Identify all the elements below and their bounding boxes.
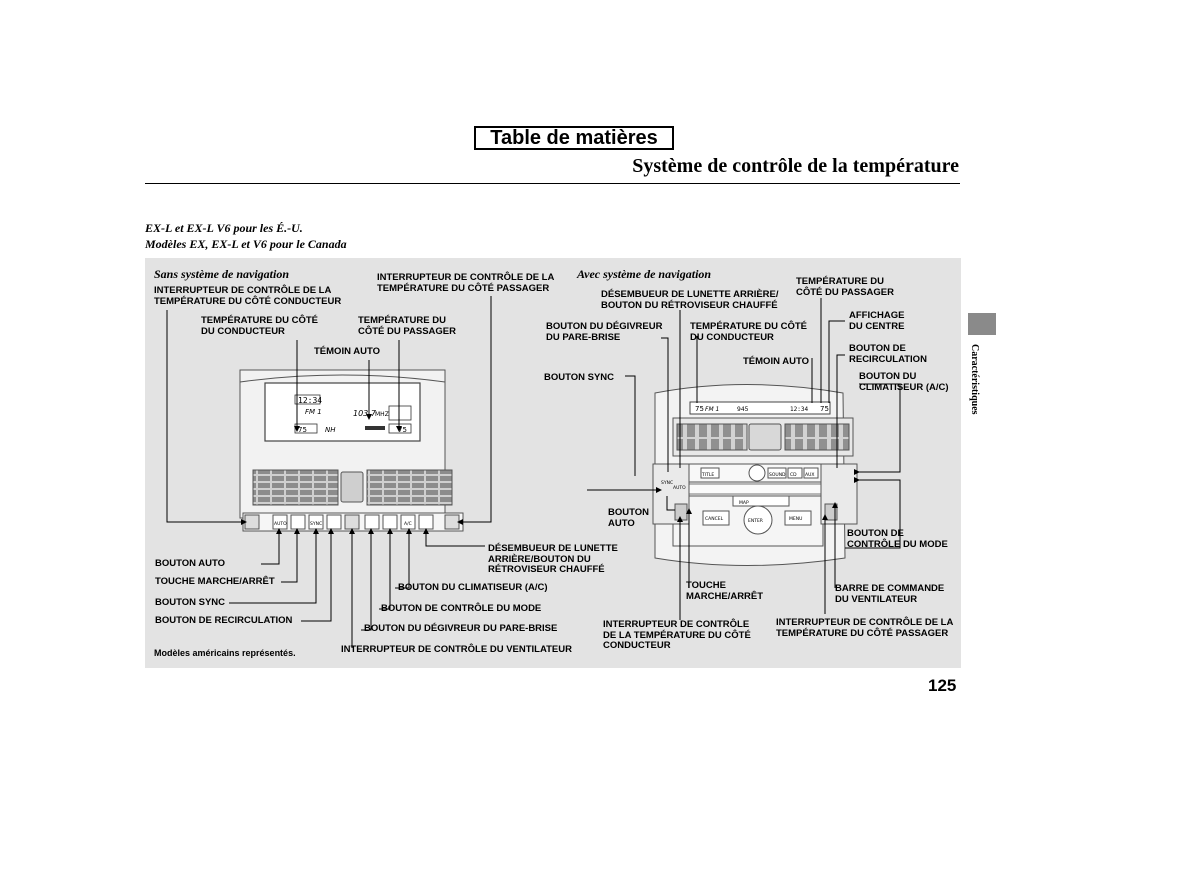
right-vent-r <box>784 423 850 451</box>
left-label-passenger-temp-switch: INTERRUPTEUR DE CONTRÔLE DE LA TEMPÉRATU… <box>377 272 555 294</box>
right-clock: 12:34 <box>790 406 808 413</box>
svg-text:A/C: A/C <box>404 521 412 527</box>
svg-text:TITLE: TITLE <box>701 472 714 478</box>
right-band: FM 1 <box>705 406 719 413</box>
svg-text:SYNC: SYNC <box>661 480 673 486</box>
footnote: Modèles américains représentés. <box>154 648 296 658</box>
interface-dial <box>743 505 773 535</box>
right-label-fan-bar: BARRE DE COMMANDE DU VENTILATEUR <box>835 583 945 605</box>
right-label-driver-temp: TEMPÉRATURE DU CÔTÉ DU CONDUCTEUR <box>690 321 807 343</box>
right-label-mode: BOUTON DE CONTRÔLE DU MODE <box>847 528 948 550</box>
subhead-us: EX-L et EX-L V6 pour les É.-U. <box>145 221 303 235</box>
left-temp-left: 75 <box>298 426 307 434</box>
right-label-sync: BOUTON SYNC <box>544 372 615 383</box>
right-label-auto-indicator: TÉMOIN AUTO <box>743 356 809 367</box>
left-nav-text: NH <box>325 426 336 434</box>
left-temp-right: 75 <box>398 426 407 434</box>
right-label-ac: BOUTON DU CLIMATISEUR (A/C) <box>859 371 949 393</box>
left-label-rear-defrost: DÉSEMBUEUR DE LUNETTE ARRIÈRE/BOUTON DU … <box>488 543 618 575</box>
left-label-driver-temp: TEMPÉRATURE DU CÔTÉ DU CONDUCTEUR <box>201 315 318 337</box>
left-band: FM 1 <box>305 408 322 416</box>
svg-text:SOUND: SOUND <box>769 472 786 478</box>
right-lcd <box>689 401 831 415</box>
left-label-ac: BOUTON DU CLIMATISEUR (A/C) <box>398 582 548 593</box>
arrowheads <box>241 414 860 534</box>
right-label-center-display: AFFICHAGE DU CENTRE <box>849 310 905 332</box>
svg-text:AUTO: AUTO <box>673 485 686 491</box>
svg-text:SYNC: SYNC <box>310 521 322 527</box>
right-label-on-off: TOUCHE MARCHE/ARRÊT <box>686 580 764 602</box>
left-label-driver-temp-switch: INTERRUPTEUR DE CONTRÔLE DE LA TEMPÉRATU… <box>154 285 342 307</box>
svg-text:CD: CD <box>790 472 797 478</box>
left-vent-r <box>366 469 453 506</box>
right-label-passenger-temp: TEMPÉRATURE DU CÔTÉ DU PASSAGER <box>796 276 895 298</box>
dashboard-diagram: 12:34 FM 1 103.7 MHZ 75 75 NH AUTO SYNC <box>166 296 901 648</box>
page-title: Système de contrôle de la température <box>632 155 959 177</box>
left-label-fan: INTERRUPTEUR DE CONTRÔLE DU VENTILATEUR <box>341 644 572 655</box>
svg-text:MENU: MENU <box>789 516 802 522</box>
left-label-sync: BOUTON SYNC <box>155 597 226 608</box>
right-label-driver-temp-switch: INTERRUPTEUR DE CONTRÔLE DE LA TEMPÉRATU… <box>603 619 751 651</box>
right-driver-temp-switch <box>674 503 688 521</box>
left-label-auto-indicator: TÉMOIN AUTO <box>314 346 380 357</box>
leader-lines <box>166 296 901 648</box>
left-label-windshield: BOUTON DU DÉGIVREUR DU PARE-BRISE <box>364 623 558 634</box>
title-rule <box>145 183 960 184</box>
left-clock: 12:34 <box>298 396 322 405</box>
svg-text:AUX: AUX <box>805 472 814 478</box>
right-label-recirc: BOUTON DE RECIRCULATION <box>849 343 927 365</box>
subhead-canada: Modèles EX, EX-L et V6 pour le Canada <box>145 237 347 251</box>
section-tab <box>968 313 996 335</box>
left-driver-temp-switch <box>244 514 260 530</box>
right-vent-l <box>676 423 748 451</box>
right-label-auto-button: BOUTON AUTO <box>608 507 649 529</box>
svg-text:ENTER: ENTER <box>748 518 763 524</box>
left-label-passenger-temp: TEMPÉRATURE DU CÔTÉ DU PASSAGER <box>358 315 457 337</box>
left-caption: Sans système de navigation <box>154 267 290 281</box>
left-label-auto-button: BOUTON AUTO <box>155 558 226 569</box>
toc-button[interactable]: Table de matières <box>474 126 674 150</box>
left-freq: 103.7 <box>353 409 377 418</box>
svg-text:CANCEL: CANCEL <box>705 516 724 522</box>
diagram-panel: 12:34 FM 1 103.7 MHZ 75 75 NH AUTO SYNC <box>145 258 961 668</box>
left-lcd <box>264 382 421 442</box>
right-label-windshield: BOUTON DU DÉGIVREUR DU PARE-BRISE <box>546 321 663 343</box>
left-label-recirc: BOUTON DE RECIRCULATION <box>155 615 293 626</box>
left-console: 12:34 FM 1 103.7 MHZ 75 75 NH AUTO SYNC <box>239 369 464 532</box>
svg-text:AUTO: AUTO <box>274 521 287 527</box>
right-label-passenger-temp-switch: INTERRUPTEUR DE CONTRÔLE DE LA TEMPÉRATU… <box>776 617 954 639</box>
left-vent-l <box>252 469 339 506</box>
left-passenger-temp-switch <box>444 514 460 530</box>
svg-text:75: 75 <box>695 405 704 413</box>
right-console: 75 FM 1 945 12:34 75 TITLE SOUND CD AUX <box>652 384 858 566</box>
right-caption: Avec système de navigation <box>577 267 712 281</box>
hazard-button <box>340 471 364 503</box>
left-label-on-off: TOUCHE MARCHE/ARRÊT <box>155 576 275 587</box>
left-label-mode: BOUTON DE CONTRÔLE DU MODE <box>381 603 542 614</box>
right-freq: 945 <box>737 406 749 413</box>
svg-text:MAP: MAP <box>739 500 749 506</box>
page-number: 125 <box>928 676 957 695</box>
left-unit: MHZ <box>375 411 389 418</box>
sidebar-section-label: Caractéristiques <box>969 344 980 415</box>
right-label-rear-defrost: DÉSEMBUEUR DE LUNETTE ARRIÈRE/ BOUTON DU… <box>601 289 779 311</box>
svg-text:75: 75 <box>820 405 829 413</box>
